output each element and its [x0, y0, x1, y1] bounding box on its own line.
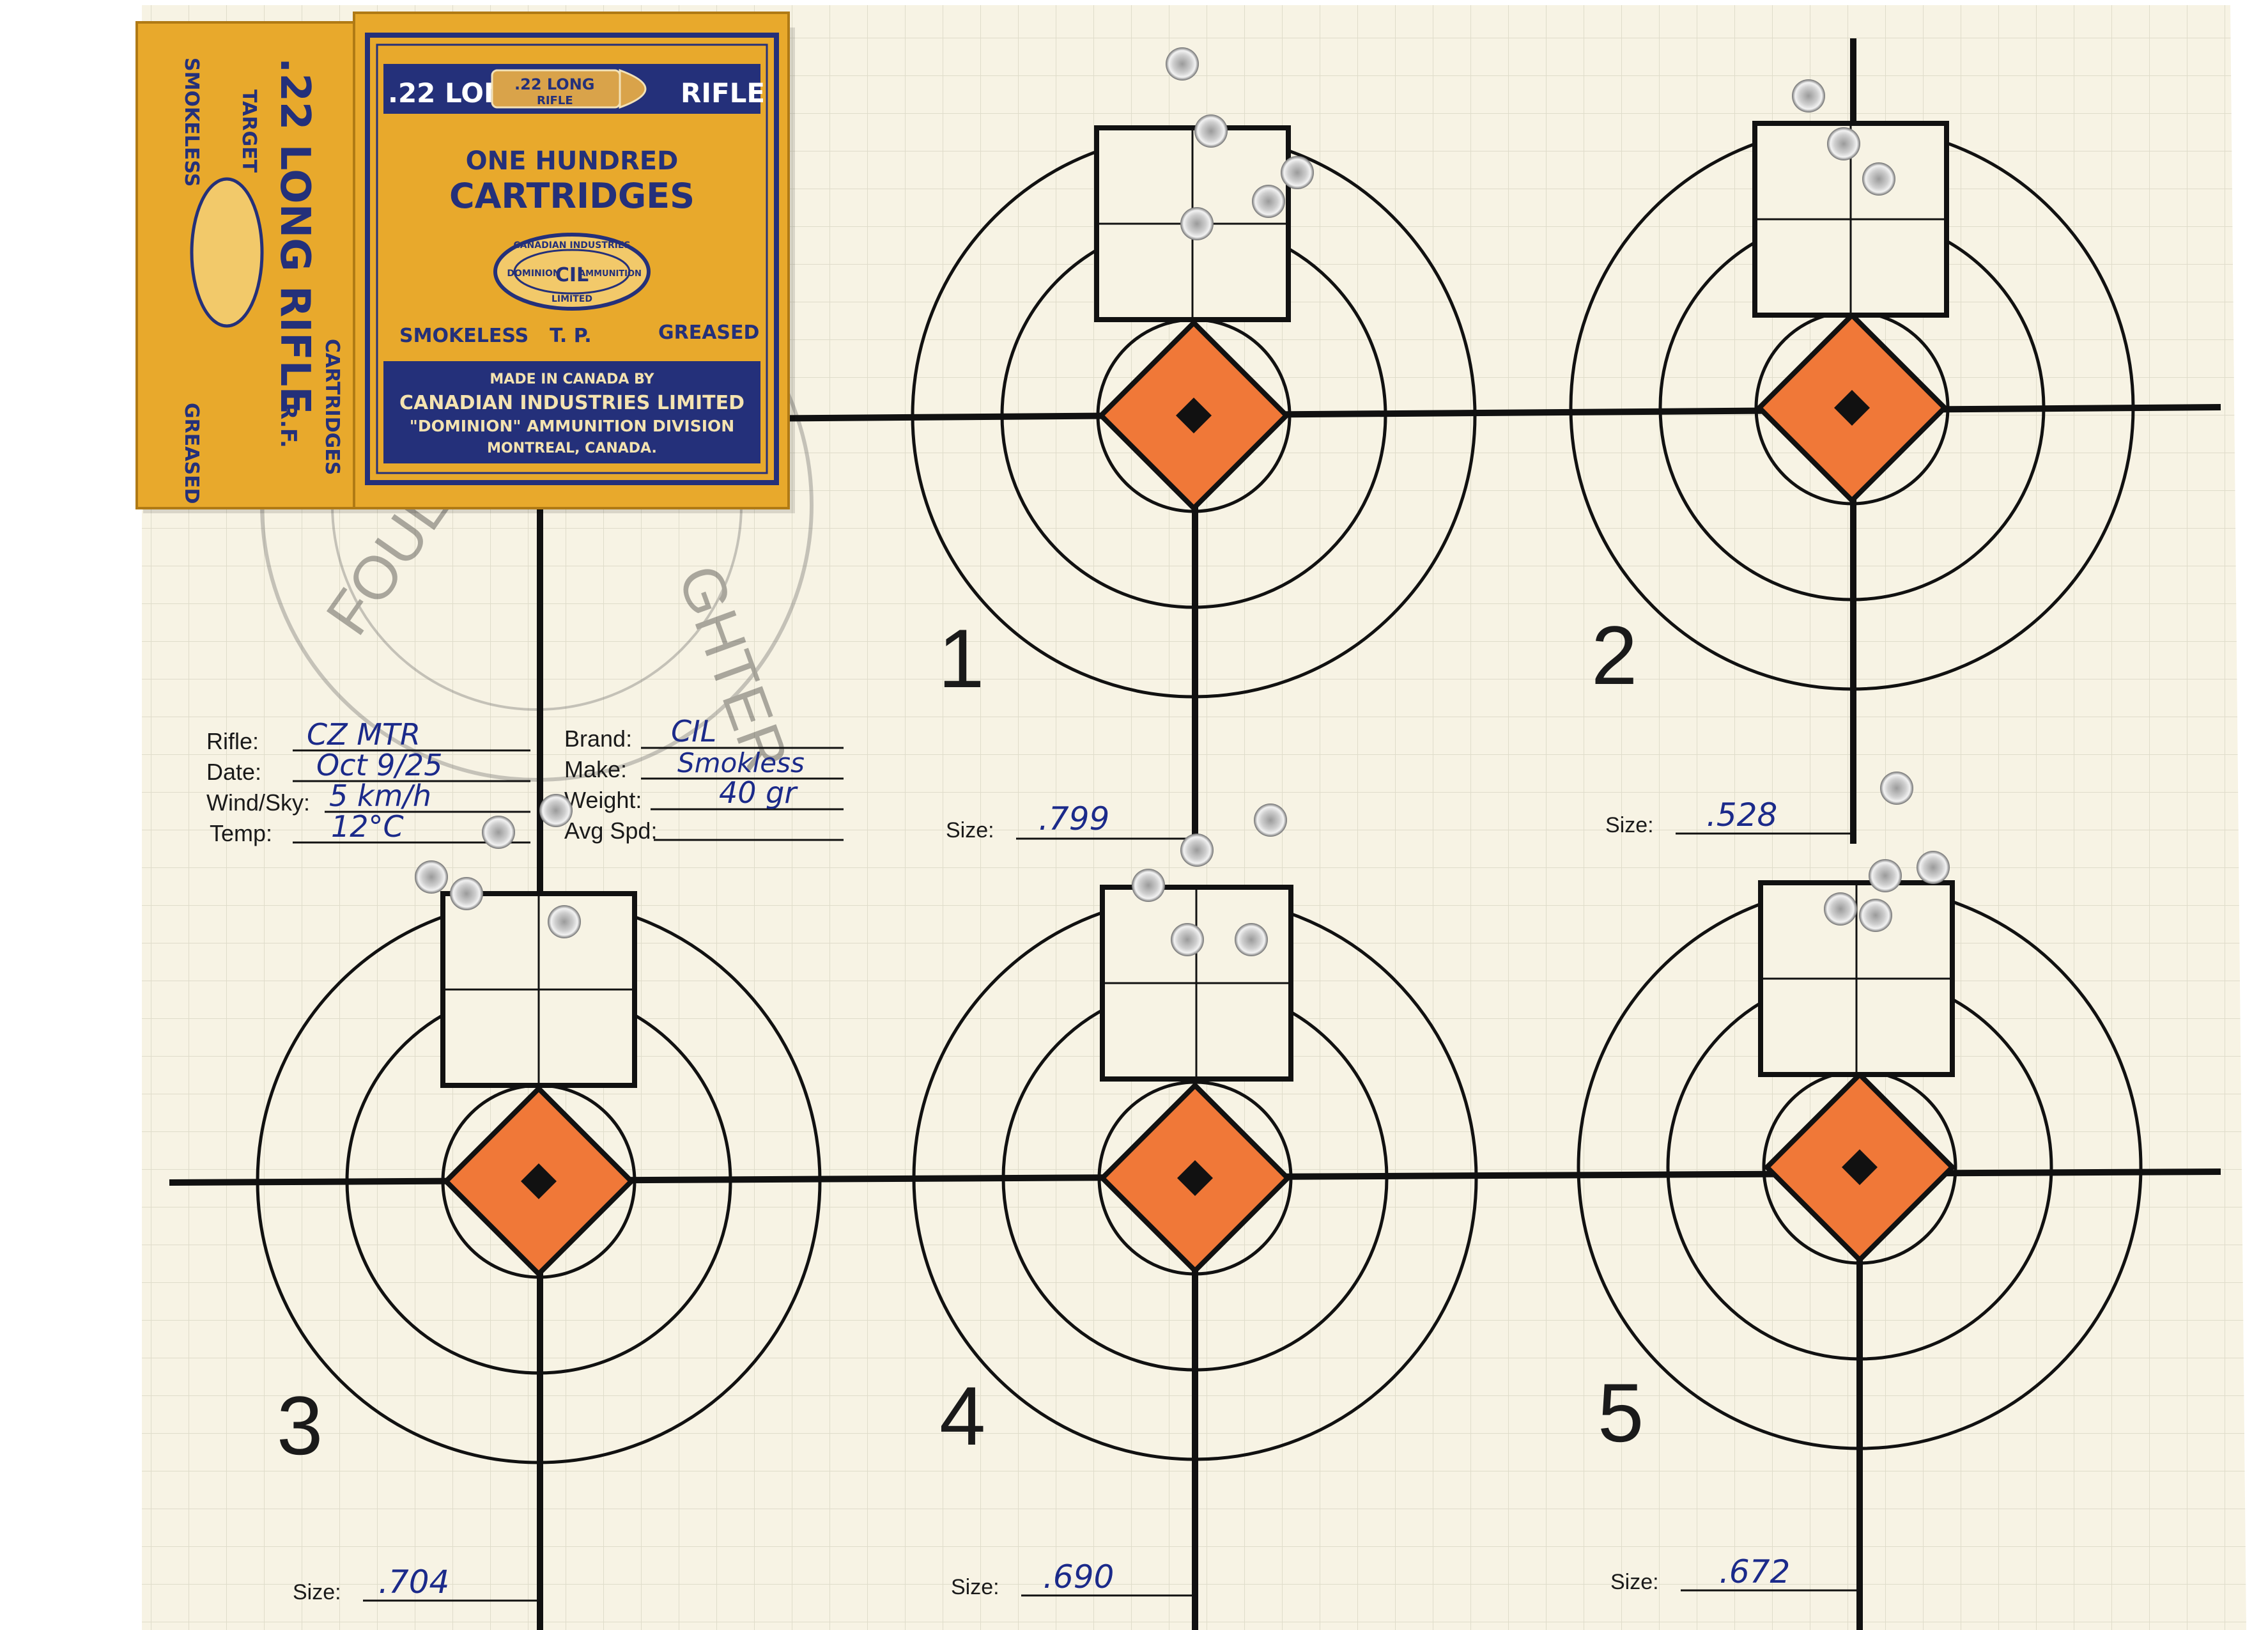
front-greased: GREASED — [658, 322, 759, 344]
brand-label: Brand: — [564, 726, 632, 752]
logo-emblem: CIL — [555, 264, 589, 286]
target-2 — [1569, 121, 2135, 691]
brand-value: CIL — [671, 714, 716, 749]
bullet-subtext: RIFLE — [537, 94, 573, 107]
bullet-hole — [415, 860, 448, 894]
bullet-hole — [482, 816, 515, 849]
logo-top: CANADIAN INDUSTRIES — [513, 240, 630, 251]
size-field-4: Size: .690 — [951, 1558, 1198, 1599]
temp-value: 12°C — [331, 809, 404, 844]
bullet-hole — [1859, 899, 1892, 932]
division-name: "DOMINION" AMMUNITION DIVISION — [410, 417, 734, 435]
bullet-hole — [1166, 47, 1199, 81]
ammo-box-side-text-2: SMOKELESS GREASED — [180, 58, 203, 504]
target-4 — [912, 885, 1478, 1461]
size-value: .690 — [1043, 1558, 1114, 1595]
target-3-number: 3 — [277, 1379, 323, 1472]
bullet-hole — [1281, 156, 1314, 189]
size-field-3: Size: .704 — [293, 1564, 540, 1604]
size-field-1: Size: .799 — [946, 800, 1195, 842]
wind-value: 5 km/h — [329, 779, 431, 813]
size-field-2: Size: .528 — [1605, 796, 1853, 837]
front-line-2: CARTRIDGES — [449, 176, 695, 216]
bullet-hole — [1862, 162, 1895, 196]
bullet-hole — [1132, 869, 1165, 902]
target-3 — [256, 891, 822, 1464]
make-value: Smokless — [677, 747, 805, 779]
ammo-box-side-text: .22 LONG RIFLE R.F. TARGET CARTRIDGES — [238, 58, 343, 475]
front-header-right: RIFLE — [681, 77, 765, 109]
shooting-info: Rifle: CZ MTR Date: Oct 9/25 Wind/Sky: 5… — [206, 714, 844, 846]
ammo-box: .22 LONG RIFLE R.F. TARGET CARTRIDGES SM… — [135, 12, 795, 513]
side-target: TARGET — [238, 89, 260, 173]
logo-left: DOMINION — [507, 268, 560, 279]
rifle-label: Rifle: — [206, 728, 259, 754]
side-logo — [190, 177, 264, 328]
date-label: Date: — [206, 759, 261, 785]
side-cartridges: CARTRIDGES — [321, 339, 343, 475]
size-value: .704 — [378, 1564, 449, 1601]
bullet-hole — [1252, 185, 1285, 218]
size-field-5: Size: .672 — [1610, 1553, 1860, 1594]
target-5 — [1577, 880, 2143, 1450]
weight-value: 40 gr — [719, 775, 798, 810]
bullet-hole — [1180, 834, 1214, 867]
target-5-number: 5 — [1598, 1366, 1644, 1459]
bullet-hole — [539, 794, 573, 827]
target-1 — [911, 125, 1477, 699]
size-value: .528 — [1706, 796, 1777, 834]
front-smokeless: SMOKELESS — [399, 325, 528, 347]
bullet-hole — [1869, 859, 1902, 892]
bullet-text: .22 LONG — [514, 75, 595, 93]
company-name: CANADIAN INDUSTRIES LIMITED — [399, 392, 744, 414]
front-line-1: ONE HUNDRED — [466, 146, 679, 176]
made-in: MADE IN CANADA BY — [490, 371, 654, 387]
size-value: .799 — [1038, 800, 1109, 837]
side-title: .22 LONG RIFLE — [271, 58, 318, 414]
side-smokeless: SMOKELESS — [180, 58, 203, 187]
size-label: Size: — [951, 1575, 999, 1599]
size-label: Size: — [1610, 1570, 1659, 1594]
rifle-value: CZ MTR — [307, 717, 420, 752]
avgspd-label: Avg Spd: — [564, 818, 657, 844]
bullet-holes — [415, 47, 1950, 956]
bullet-hole — [1171, 923, 1204, 956]
bullet-hole — [450, 877, 483, 910]
bullet-hole — [548, 905, 581, 938]
front-tp: T. P. — [550, 325, 592, 347]
wind-label: Wind/Sky: — [206, 789, 310, 816]
temp-label: Temp: — [210, 820, 272, 846]
bullet-hole — [1180, 207, 1214, 240]
bullet-hole — [1254, 803, 1287, 837]
target-4-number: 4 — [939, 1369, 985, 1463]
size-value: .672 — [1719, 1553, 1790, 1590]
bullet-hole — [1792, 79, 1825, 113]
side-rf: R.F. — [275, 403, 301, 448]
bullet-hole — [1194, 114, 1228, 148]
bullet-hole — [1917, 851, 1950, 884]
bullet-hole — [1827, 127, 1860, 160]
bullet-hole — [1880, 772, 1913, 805]
date-value: Oct 9/25 — [316, 748, 442, 782]
bullet-hole — [1824, 892, 1857, 926]
size-label: Size: — [1605, 813, 1654, 837]
logo-right: AMMUNITION — [579, 269, 642, 279]
size-label: Size: — [293, 1580, 341, 1604]
front-maker-band — [383, 361, 760, 463]
cil-logo: CANADIAN INDUSTRIES DOMINION AMMUNITION … — [493, 233, 651, 311]
size-label: Size: — [946, 818, 994, 842]
logo-bottom: LIMITED — [552, 294, 592, 304]
bullet-hole — [1235, 923, 1268, 956]
weight-label: Weight: — [564, 787, 642, 813]
side-greased: GREASED — [180, 403, 203, 504]
bullet-illustration: .22 LONG RIFLE — [491, 68, 647, 109]
target-2-number: 2 — [1591, 609, 1637, 702]
target-1-number: 1 — [938, 612, 984, 705]
make-label: Make: — [564, 756, 627, 782]
city-name: MONTREAL, CANADA. — [487, 440, 657, 456]
